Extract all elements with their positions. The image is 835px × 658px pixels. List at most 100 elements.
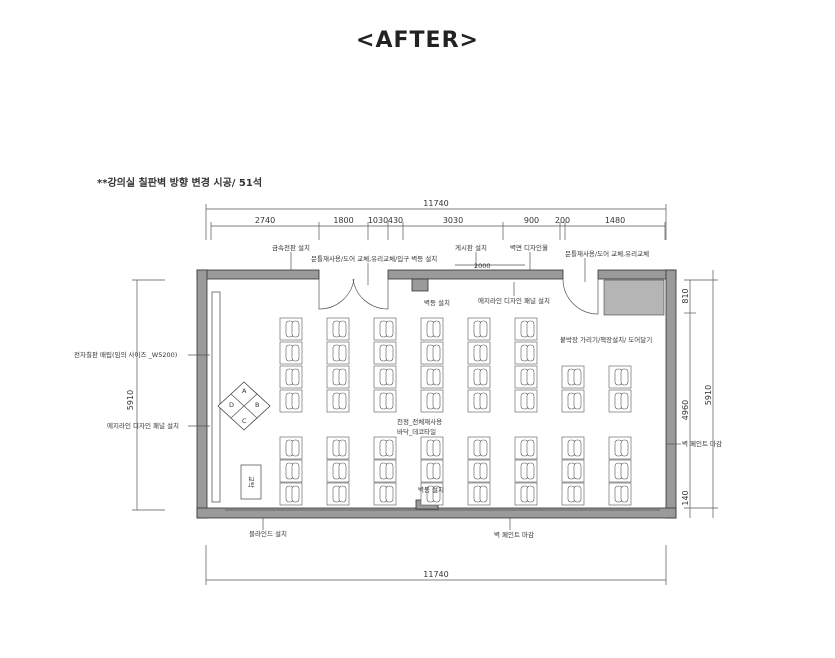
seat bbox=[279, 389, 303, 413]
door-right-swing bbox=[352, 278, 389, 310]
wall-top-left bbox=[196, 269, 320, 280]
seat bbox=[279, 341, 303, 365]
dim-top-segment: 2740 bbox=[255, 216, 275, 225]
seat bbox=[420, 436, 444, 460]
left-dimension: 5910 bbox=[126, 279, 165, 511]
seat bbox=[420, 482, 444, 506]
right-dimensions: 810 4960 140 5910 bbox=[681, 270, 718, 518]
seat bbox=[561, 459, 585, 483]
e-board bbox=[211, 291, 221, 503]
seat bbox=[467, 341, 491, 365]
label-design-wall: 벽면 디자인월 bbox=[510, 243, 548, 252]
label-wall-light-top: 벽등 설치 bbox=[424, 298, 450, 307]
seat bbox=[373, 482, 397, 506]
seat bbox=[279, 436, 303, 460]
label-paint-bottom: 벽 페인트 마감 bbox=[494, 530, 534, 539]
seat bbox=[514, 436, 538, 460]
seat bbox=[467, 436, 491, 460]
svg-text:교탁: 교탁 bbox=[247, 476, 255, 488]
plan-subtitle: **강의실 칠판벽 방향 변경 시공/ 51석 bbox=[97, 178, 263, 189]
seat bbox=[373, 459, 397, 483]
board-dim: 2000 bbox=[474, 262, 491, 270]
seat bbox=[514, 482, 538, 506]
label-floor: 바닥_데코타일 bbox=[397, 427, 436, 436]
seats bbox=[279, 317, 632, 506]
wall-left bbox=[196, 269, 208, 519]
seat bbox=[467, 459, 491, 483]
seat bbox=[514, 365, 538, 389]
wall-top-right bbox=[597, 269, 677, 280]
diamond-label-d: D bbox=[229, 401, 234, 409]
seat bbox=[608, 389, 632, 413]
seat bbox=[279, 482, 303, 506]
svg-text:140: 140 bbox=[681, 490, 690, 505]
label-wall-light-bottom: 벽등 설치 bbox=[418, 485, 444, 494]
lectern: 교탁 bbox=[240, 464, 262, 500]
annotations: 금속전판 설치 문틀재사용/도어 교체,유리교체/입구 벽등 설치 게시판 설치… bbox=[74, 243, 722, 539]
seat bbox=[279, 365, 303, 389]
dim-top-total: 11740 bbox=[423, 199, 448, 208]
label-door-right: 문틀재사용/도어 교체,유리교체 bbox=[565, 249, 649, 258]
seat bbox=[373, 389, 397, 413]
seat bbox=[326, 389, 350, 413]
label-door-left: 문틀재사용/도어 교체,유리교체/입구 벽등 설치 bbox=[311, 254, 437, 263]
diamond-label-b: B bbox=[255, 401, 259, 409]
label-metal-panel: 금속전판 설치 bbox=[272, 243, 310, 252]
seat bbox=[420, 365, 444, 389]
closet-area bbox=[603, 279, 665, 316]
bottom-dimension: 11740 bbox=[205, 545, 667, 585]
seat bbox=[514, 317, 538, 341]
door-left-swing bbox=[318, 278, 355, 310]
seat bbox=[373, 436, 397, 460]
wall-top-middle bbox=[387, 269, 564, 280]
label-notice-board: 게시판 설치 bbox=[455, 243, 487, 252]
label-paint-right: 벽 페인트 마감 bbox=[682, 439, 722, 448]
seat bbox=[608, 482, 632, 506]
door-east-swing bbox=[562, 278, 599, 315]
dim-top-segment: 200 bbox=[555, 216, 570, 225]
wall-bottom bbox=[196, 507, 677, 519]
seat bbox=[561, 389, 585, 413]
wall-right bbox=[665, 269, 677, 519]
label-e-board: 전자칠판 매립(임의 사이즈 _W5200) bbox=[74, 350, 177, 359]
seat bbox=[608, 436, 632, 460]
svg-text:810: 810 bbox=[681, 288, 690, 303]
seat bbox=[420, 389, 444, 413]
page-title: <AFTER> bbox=[356, 28, 479, 53]
dim-top-segment: 1800 bbox=[333, 216, 353, 225]
seat bbox=[467, 365, 491, 389]
dim-top-segment: 3030 bbox=[443, 216, 463, 225]
diamond-label-a: A bbox=[242, 387, 247, 395]
seat bbox=[373, 317, 397, 341]
seat bbox=[420, 341, 444, 365]
seat bbox=[326, 482, 350, 506]
dim-top-segment: 900 bbox=[524, 216, 539, 225]
seat bbox=[467, 389, 491, 413]
seat bbox=[326, 436, 350, 460]
label-edge-panel-top: 에지라인 디자인 패널 설치 bbox=[478, 296, 550, 305]
label-closet: 붙박장 가리기/책장설치/ 도어달기 bbox=[560, 335, 652, 344]
seat bbox=[514, 341, 538, 365]
dim-top-segment: 1030 bbox=[368, 216, 388, 225]
seat bbox=[467, 482, 491, 506]
label-ceiling: 천정_전체재사용 bbox=[397, 417, 442, 426]
group-table-diamond: A B C D bbox=[217, 381, 271, 431]
wall-light-box-top bbox=[411, 278, 429, 292]
seat bbox=[279, 317, 303, 341]
seat bbox=[608, 365, 632, 389]
seat bbox=[514, 459, 538, 483]
seat bbox=[561, 436, 585, 460]
seat bbox=[420, 317, 444, 341]
seat bbox=[326, 459, 350, 483]
seat bbox=[514, 389, 538, 413]
seat bbox=[561, 365, 585, 389]
svg-text:11740: 11740 bbox=[423, 570, 448, 579]
seat bbox=[326, 317, 350, 341]
seat bbox=[326, 365, 350, 389]
diamond-label-c: C bbox=[242, 417, 247, 425]
label-blind: 블라인드 설치 bbox=[249, 529, 287, 538]
seat bbox=[373, 341, 397, 365]
seat bbox=[467, 317, 491, 341]
